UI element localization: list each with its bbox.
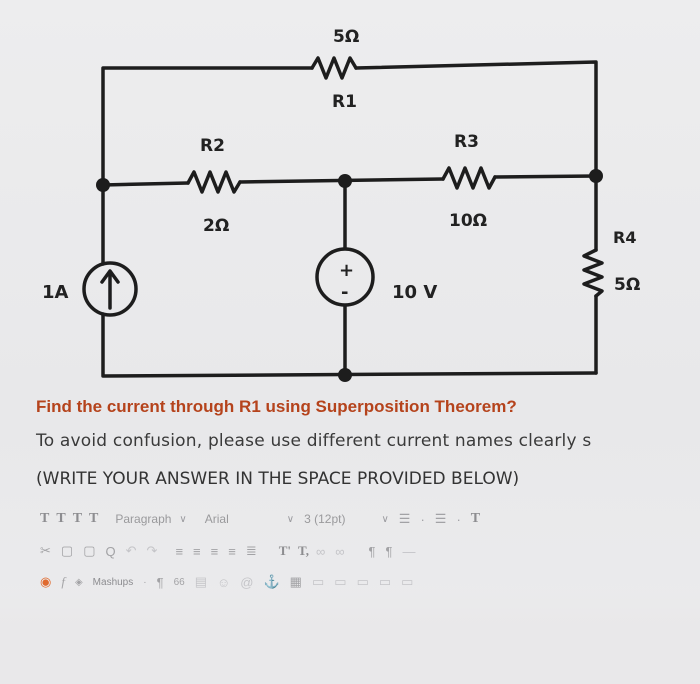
r1-value-label: 5Ω: [333, 27, 359, 47]
unlink-icon[interactable]: ∞: [335, 543, 345, 559]
voltage-plus-sign: +: [339, 260, 354, 281]
circuit-diagram: 5Ω R1 R2 2Ω R3 10Ω R4 5Ω 1A 10 V + -: [42, 27, 640, 382]
chevron-down-icon[interactable]: ·: [143, 576, 147, 588]
editor-toolbar-row-2: ✂ ▢ ▢ Q ↶ ↷ ≡ ≡ ≡ ≡ ≣ T' T, ∞ ∞ ¶ ¶ —: [40, 539, 426, 563]
font-select-label: Arial: [204, 512, 229, 526]
rtl-icon[interactable]: ¶: [385, 543, 393, 559]
superscript-button[interactable]: T': [278, 543, 292, 558]
node-dot: [338, 174, 352, 188]
ltr-icon[interactable]: ¶: [368, 543, 376, 559]
top-wire: [101, 66, 314, 187]
paste-icon[interactable]: ▢: [83, 543, 96, 558]
mashups-icon: ◈: [74, 576, 83, 588]
left-branch-wire: [101, 183, 598, 378]
node-dot: [338, 368, 352, 382]
paragraph-select-label: Paragraph: [115, 512, 172, 526]
paragraph-mark-icon[interactable]: ¶: [156, 574, 164, 590]
question-title: Find the current through R1 using Superp…: [36, 397, 517, 416]
current-source-label: 1A: [42, 282, 69, 303]
r2-resistor: [186, 170, 242, 194]
question-answer-note: (WRITE YOUR ANSWER IN THE SPACE PROVIDED…: [36, 469, 520, 489]
chevron-down-icon: ∨: [179, 513, 187, 525]
indent-icon[interactable]: ≣: [245, 543, 257, 558]
align-left-icon[interactable]: ≡: [175, 543, 184, 559]
bullet-list-icon[interactable]: ☰: [398, 511, 411, 526]
copy-icon[interactable]: ▢: [60, 543, 74, 558]
answer-area[interactable]: [0, 584, 700, 684]
r1-name-label: R1: [332, 92, 357, 112]
r4-resistor: [582, 248, 604, 298]
r2-name-label: R2: [200, 136, 225, 156]
middle-wire-right: [493, 174, 598, 179]
numbered-list-icon[interactable]: ☰: [434, 511, 447, 526]
clear-format-icon[interactable]: T: [470, 511, 481, 526]
current-arrow-icon: [100, 269, 120, 310]
size-select-label: 3 (12pt): [304, 512, 346, 526]
size-select[interactable]: 3 (12pt) ∨: [304, 512, 389, 526]
r2-value-label: 2Ω: [203, 216, 229, 236]
node-dot: [589, 169, 603, 183]
function-icon[interactable]: f: [61, 574, 65, 589]
chevron-down-icon: ∨: [381, 513, 389, 525]
voltage-source-circle: [315, 247, 375, 307]
cut-icon[interactable]: ✂: [40, 543, 51, 558]
chevron-down-icon: ∨: [286, 513, 295, 525]
r3-name-label: R3: [454, 132, 479, 152]
r4-value-label: 5Ω: [614, 275, 640, 295]
r3-value-label: 10Ω: [449, 211, 487, 231]
link-icon[interactable]: ∞: [315, 543, 326, 559]
quote-icon[interactable]: 66: [173, 576, 185, 588]
editor-toolbar-row-1: T T T T Paragraph ∨ Arial ∨ 3 (12pt) ∨ ☰…: [40, 507, 487, 531]
strikethrough-button[interactable]: T: [89, 511, 99, 526]
chevron-down-icon[interactable]: ·: [420, 511, 425, 527]
italic-button[interactable]: T: [56, 511, 66, 526]
r3-resistor: [441, 166, 497, 190]
subscript-button[interactable]: T,: [298, 543, 309, 558]
r4-name-label: R4: [613, 228, 636, 247]
voltage-source-label: 10 V: [392, 282, 437, 303]
undo-icon[interactable]: ↶: [125, 543, 137, 558]
node-dot: [96, 178, 110, 192]
chevron-down-icon[interactable]: ·: [456, 511, 461, 527]
bold-button[interactable]: T: [40, 511, 50, 526]
horizontal-line-icon[interactable]: —: [402, 543, 416, 559]
record-icon[interactable]: ◉: [40, 574, 52, 589]
find-icon[interactable]: Q: [105, 543, 116, 559]
r1-resistor: [310, 56, 358, 80]
voltage-minus-sign: -: [341, 282, 348, 303]
align-right-icon[interactable]: ≡: [210, 543, 219, 559]
paragraph-select[interactable]: Paragraph ∨: [115, 512, 186, 526]
question-instruction: To avoid confusion, please use different…: [36, 431, 592, 451]
align-justify-icon[interactable]: ≡: [228, 543, 236, 559]
mashups-select[interactable]: Mashups: [92, 576, 134, 588]
underline-button[interactable]: T: [72, 511, 83, 526]
font-select[interactable]: Arial ∨: [205, 512, 294, 526]
middle-wire-left: [101, 181, 190, 187]
current-source-circle: [82, 261, 138, 317]
top-right-wire: [354, 60, 598, 178]
redo-icon[interactable]: ↷: [146, 543, 158, 558]
align-center-icon[interactable]: ≡: [193, 543, 201, 559]
